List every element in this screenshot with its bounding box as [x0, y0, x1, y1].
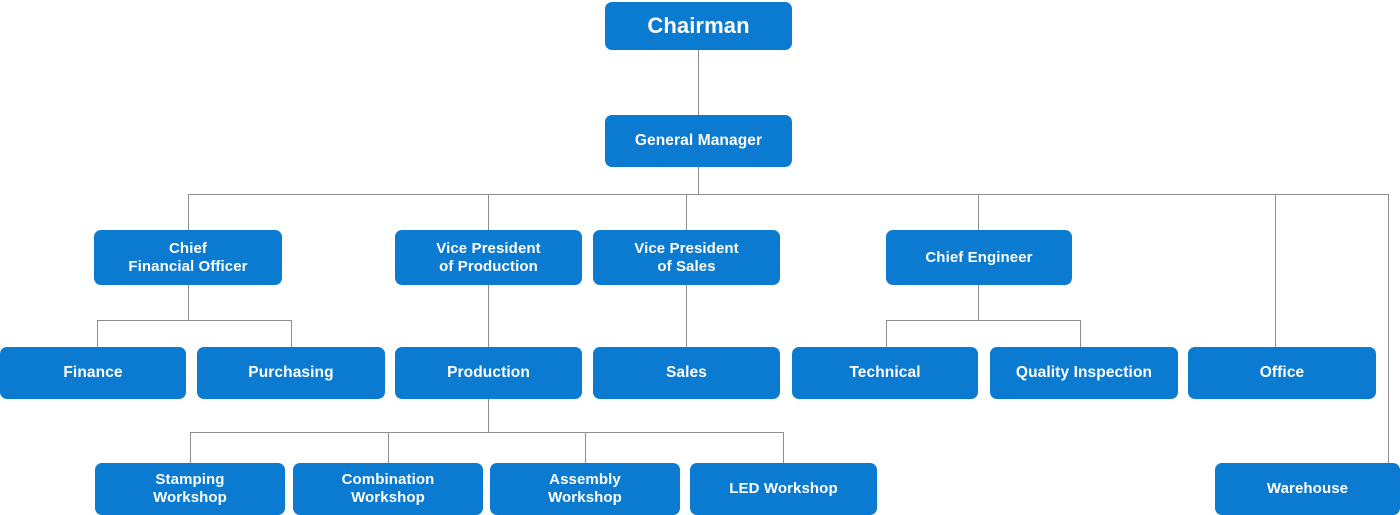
node-warehouse[interactable]: Warehouse	[1215, 463, 1400, 515]
node-general-manager-label: General Manager	[634, 131, 763, 149]
node-sales-label: Sales	[665, 363, 707, 381]
node-chairman-label: Chairman	[647, 13, 750, 39]
connector-workshop-bus	[190, 432, 784, 433]
node-finance[interactable]: Finance	[0, 347, 186, 399]
node-quality-inspection[interactable]: Quality Inspection	[990, 347, 1178, 399]
node-vice-president-of-sales[interactable]: Vice President of Sales	[593, 230, 780, 285]
connector-drop-stamping-workshop	[190, 432, 191, 463]
node-production-label: Production	[447, 363, 530, 381]
node-vice-president-of-sales-label: Vice President of Sales	[634, 239, 739, 275]
connector-drop-office	[1275, 194, 1276, 347]
node-finance-label: Finance	[63, 363, 123, 381]
node-chief-financial-officer-label: Chief Financial Officer	[128, 239, 248, 275]
connector-drop-combination-workshop	[388, 432, 389, 463]
connector-gm-stem	[698, 167, 699, 195]
node-combination-workshop-label: Combination Workshop	[341, 471, 435, 506]
node-combination-workshop[interactable]: Combination Workshop	[293, 463, 483, 515]
node-general-manager[interactable]: General Manager	[605, 115, 792, 167]
connector-cfo-bus	[97, 320, 291, 321]
node-technical[interactable]: Technical	[792, 347, 978, 399]
node-assembly-workshop-label: Assembly Workshop	[548, 471, 622, 506]
node-chief-engineer[interactable]: Chief Engineer	[886, 230, 1072, 285]
node-vice-president-of-production[interactable]: Vice President of Production	[395, 230, 582, 285]
connector-chief-engineer-bus	[886, 320, 1080, 321]
connector-production-stem	[488, 399, 489, 432]
node-purchasing[interactable]: Purchasing	[197, 347, 385, 399]
connector-cfo-stem	[188, 285, 189, 320]
connector-vp-sales-to-sales	[686, 285, 687, 347]
connector-chief-engineer-stem	[978, 285, 979, 320]
node-chief-engineer-label: Chief Engineer	[925, 248, 1033, 266]
node-led-workshop[interactable]: LED Workshop	[690, 463, 877, 515]
connector-drop-assembly-workshop	[585, 432, 586, 463]
connector-tier3-bus	[188, 194, 1388, 195]
connector-drop-led-workshop	[783, 432, 784, 463]
connector-drop-vp-sales	[686, 194, 687, 230]
node-sales[interactable]: Sales	[593, 347, 780, 399]
connector-vp-production-to-production	[488, 285, 489, 347]
connector-drop-warehouse	[1388, 194, 1389, 463]
node-technical-label: Technical	[849, 363, 921, 381]
node-vice-president-of-production-label: Vice President of Production	[436, 239, 541, 275]
node-office[interactable]: Office	[1188, 347, 1376, 399]
connector-drop-purchasing	[291, 320, 292, 347]
node-stamping-workshop[interactable]: Stamping Workshop	[95, 463, 285, 515]
connector-drop-technical	[886, 320, 887, 347]
node-chairman[interactable]: Chairman	[605, 2, 792, 50]
node-production[interactable]: Production	[395, 347, 582, 399]
node-warehouse-label: Warehouse	[1266, 480, 1349, 498]
connector-drop-cfo	[188, 194, 189, 230]
connector-drop-finance	[97, 320, 98, 347]
node-chief-financial-officer[interactable]: Chief Financial Officer	[94, 230, 282, 285]
node-led-workshop-label: LED Workshop	[729, 480, 838, 498]
node-assembly-workshop[interactable]: Assembly Workshop	[490, 463, 680, 515]
node-office-label: Office	[1259, 363, 1305, 381]
connector-drop-chief-engineer	[978, 194, 979, 230]
node-quality-inspection-label: Quality Inspection	[1015, 363, 1153, 381]
connector-drop-quality-inspection	[1080, 320, 1081, 347]
connector-drop-vp-production	[488, 194, 489, 230]
node-stamping-workshop-label: Stamping Workshop	[153, 471, 227, 506]
connector-chairman-to-gm	[698, 50, 699, 115]
node-purchasing-label: Purchasing	[248, 363, 334, 381]
